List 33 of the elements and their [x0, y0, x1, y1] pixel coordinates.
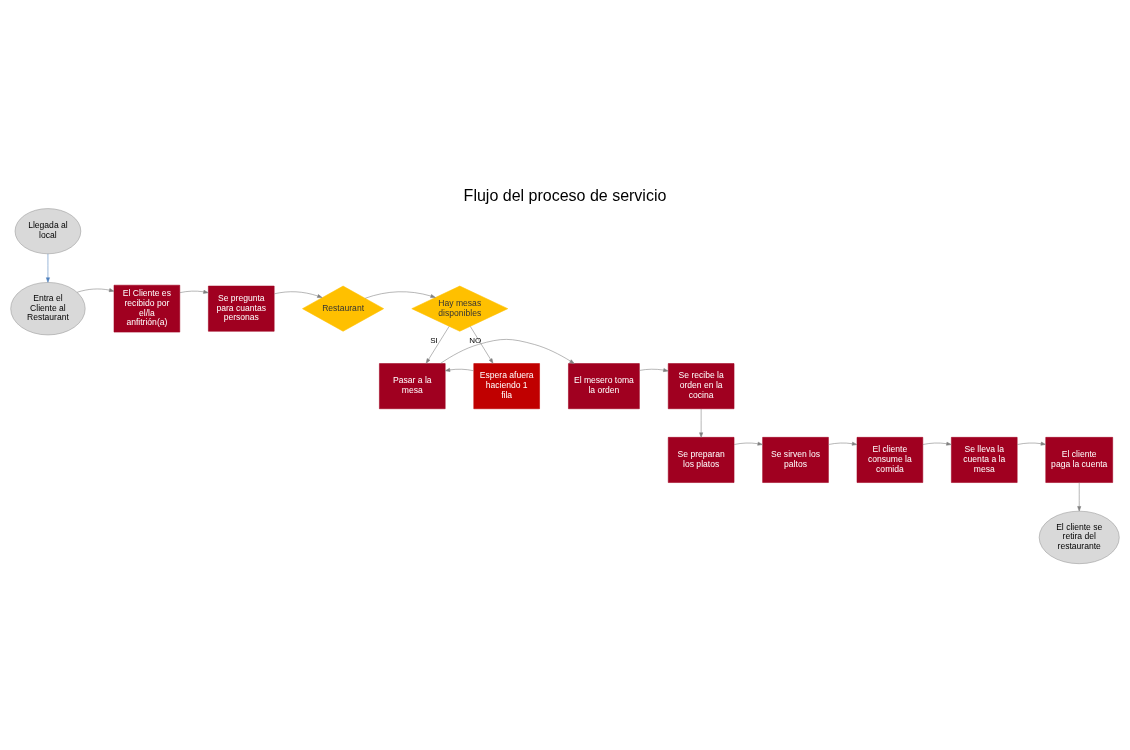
arrow: [46, 253, 50, 283]
arrow: [699, 408, 704, 438]
node-box: El mesero toma la orden: [568, 363, 640, 410]
node-box: El Cliente es recibido por el/la anfitrión(a): [113, 284, 181, 333]
diagram-title: Flujo del proceso de servicio: [463, 187, 667, 205]
node-ellipse: Entra el Cliente al Restaurant: [10, 282, 86, 336]
arrow: [1077, 482, 1082, 512]
node-diamond: Hay mesas disponibles: [411, 285, 509, 332]
arrow: [828, 441, 858, 446]
arrow: [364, 291, 436, 299]
arrow: [425, 326, 450, 364]
node-box: Espera afuera haciendo 1 fila: [473, 363, 540, 410]
arrow: [1017, 441, 1046, 446]
node-ellipse: El cliente se retira del restaurante: [1038, 510, 1120, 564]
arrow: [445, 368, 474, 372]
node-box: Se pregunta para cuantas personas: [208, 285, 275, 332]
arrow: [179, 289, 209, 294]
arrow: [733, 441, 763, 446]
node-box: Se recibe la orden en la cocina: [667, 363, 735, 410]
node-box: El cliente paga la cuenta: [1045, 437, 1113, 483]
arrow: [440, 339, 575, 364]
arrow: [922, 441, 952, 446]
node-box: El cliente consume la comida: [856, 437, 924, 483]
arrow: [76, 288, 115, 293]
node-box: Se sirven los paltos: [762, 437, 829, 483]
arrow: [274, 291, 323, 298]
node-box: Se preparan los platos: [667, 437, 735, 483]
node-box: Pasar a la mesa: [379, 363, 446, 410]
node-ellipse: Llegada al local: [14, 208, 82, 255]
arrow: [639, 368, 669, 372]
node-box: Se lleva la cuenta a la mesa: [951, 437, 1018, 483]
arrow: [470, 326, 494, 364]
node-diamond: Restaurant: [302, 285, 384, 332]
